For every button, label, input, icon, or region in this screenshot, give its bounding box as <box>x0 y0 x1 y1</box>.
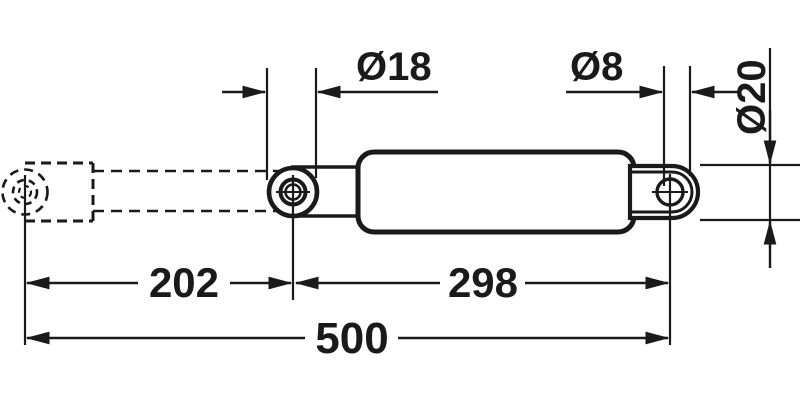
extension-lines <box>23 48 800 345</box>
dimension-d8: Ø8 <box>566 45 740 99</box>
right-clevis-inner <box>632 170 694 214</box>
dim-label-d8: Ø8 <box>570 45 623 89</box>
retracted-rod-outline <box>93 169 281 213</box>
dim-label-500: 500 <box>315 314 388 363</box>
dim-label-d18: Ø18 <box>356 45 432 89</box>
dimension-row-202-298: 202 298 <box>25 259 670 306</box>
left-rod-eye <box>266 165 362 219</box>
dimension-d20: Ø20 <box>730 59 777 268</box>
dim-label-298: 298 <box>448 259 518 306</box>
dimension-d18: Ø18 <box>222 45 438 99</box>
dimension-500-overall: 500 <box>25 314 670 363</box>
dim-label-202: 202 <box>149 259 219 306</box>
dim-label-d20: Ø20 <box>730 59 774 135</box>
cylinder-body-outline <box>355 149 637 235</box>
retracted-rod-phantom <box>1 161 281 223</box>
retracted-collar-outline <box>25 161 95 223</box>
cylinder-body <box>355 149 637 235</box>
